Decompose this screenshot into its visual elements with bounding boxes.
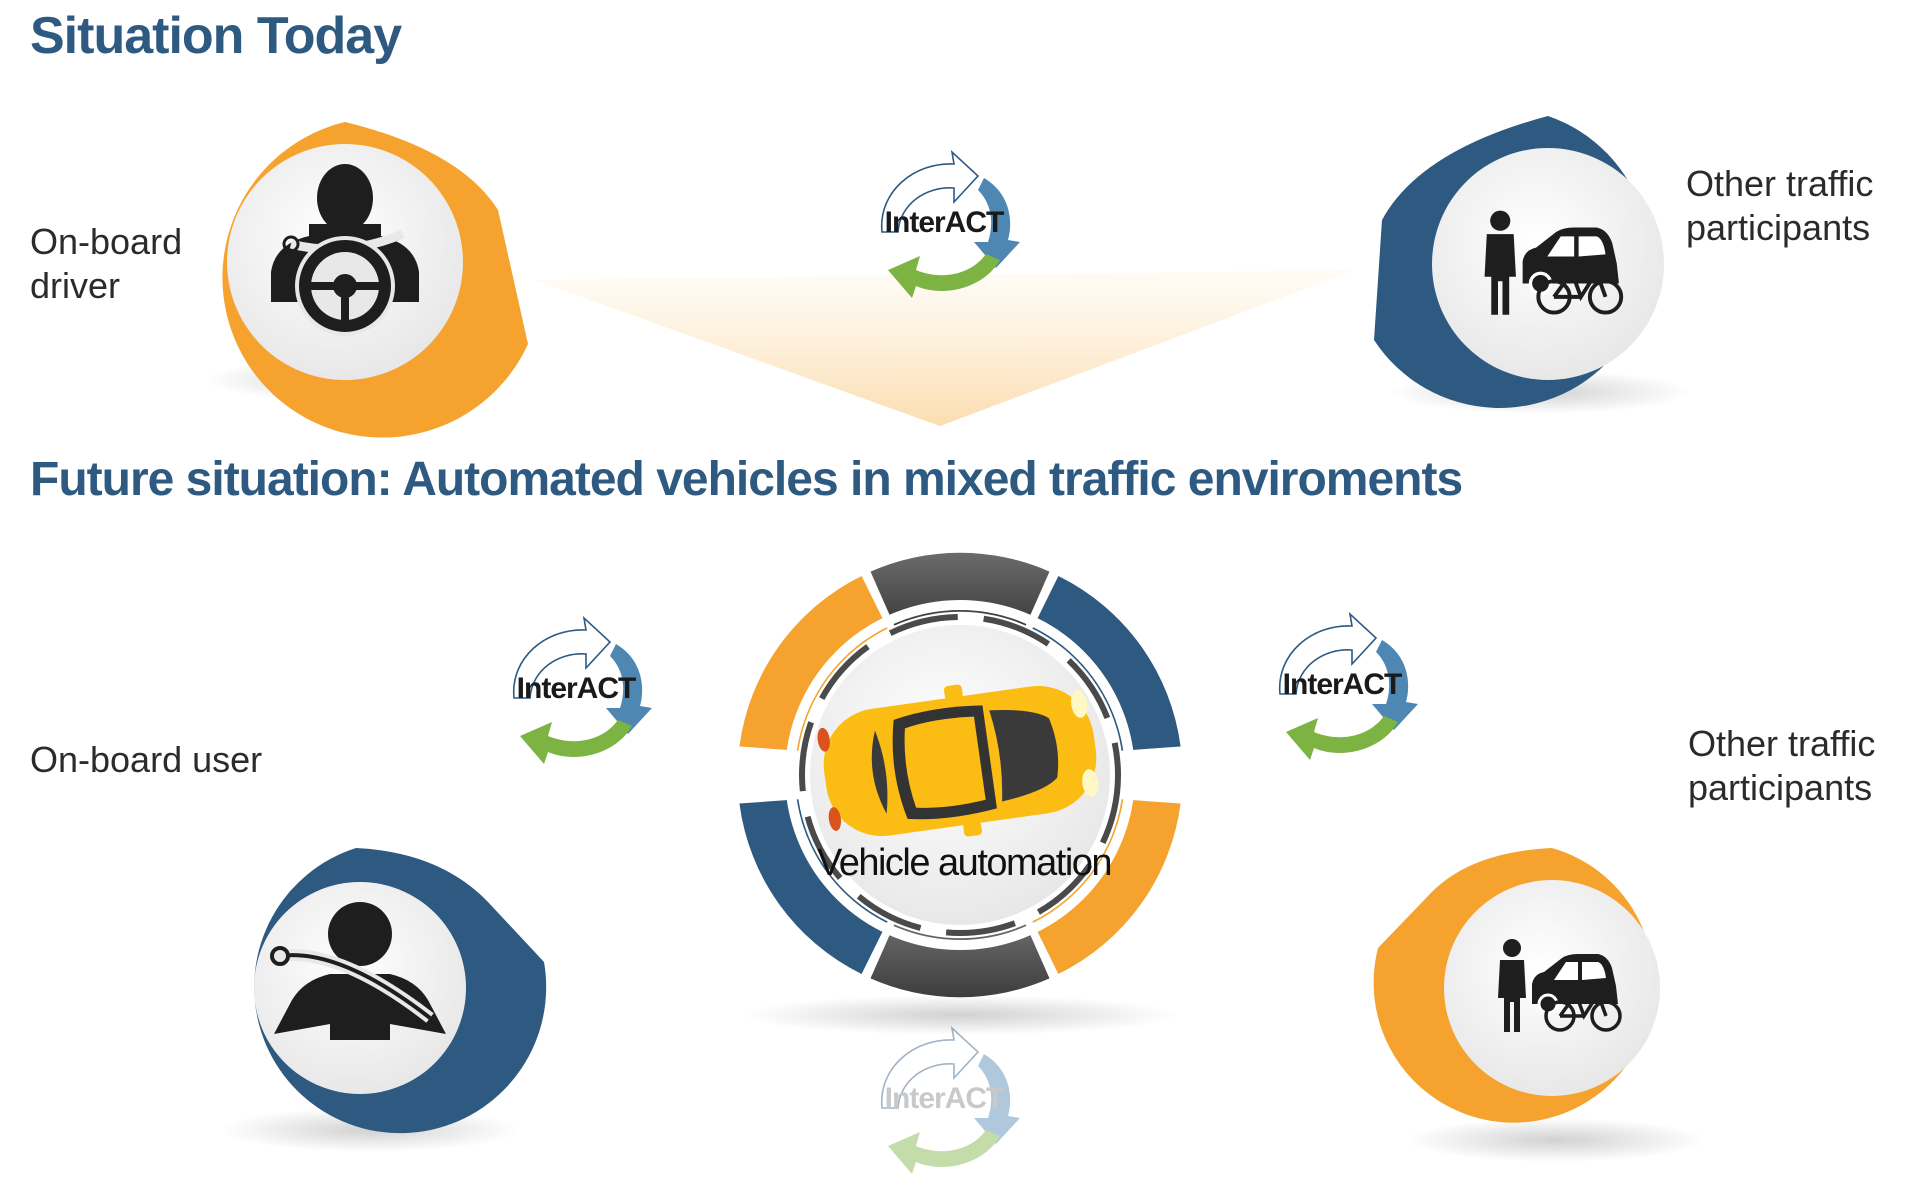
svg-text:InterACT: InterACT (885, 206, 1004, 239)
interact-cycle-today: InterACT (880, 151, 1021, 299)
interact-cycle-user: InterACT (512, 617, 653, 765)
onboard-user-teardrop (220, 848, 547, 1152)
other-participants-teardrop-future (1373, 848, 1706, 1162)
vehicle-automation-label: Vehicle automation (817, 842, 1111, 884)
section-title-future: Future situation: Automated vehicles in … (30, 453, 1463, 506)
other-traffic-label-today: Other traffic participants (1686, 163, 1874, 248)
svg-text:InterACT: InterACT (517, 672, 636, 705)
svg-text:InterACT: InterACT (1283, 668, 1402, 701)
vehicle-automation-hub: Vehicle automation (739, 552, 1181, 1035)
other-traffic-label-future: Other traffic participants (1688, 723, 1876, 808)
driver-teardrop (205, 122, 528, 438)
other-participants-teardrop-today (1374, 116, 1690, 414)
seatbelt-person-icon (270, 902, 446, 1040)
car-top-view-icon (817, 684, 1099, 837)
interact-cycle-other: InterACT (1278, 613, 1419, 761)
onboard-user-label: On-board user (30, 739, 263, 780)
convergence-fan (535, 270, 1355, 426)
onboard-driver-label: On-board driver (30, 221, 183, 306)
driver-steering-wheel-icon (271, 164, 419, 336)
interact-cycle-faded: InterACT (880, 1027, 1021, 1175)
section-title-today: Situation Today (30, 7, 402, 65)
svg-text:InterACT: InterACT (885, 1082, 1004, 1115)
